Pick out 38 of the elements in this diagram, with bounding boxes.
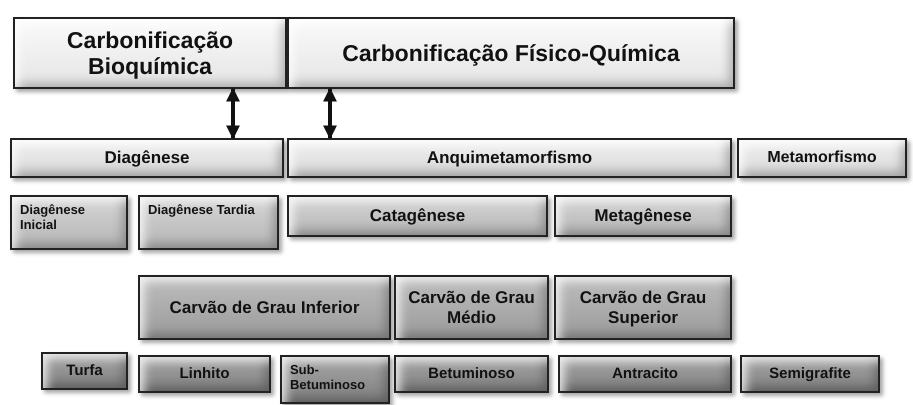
process-box: [554, 195, 732, 237]
process-box: [740, 355, 880, 393]
box-label: Carvão de Grau Inferior: [170, 298, 360, 318]
double-arrow: [323, 88, 337, 140]
process-box: [737, 138, 907, 178]
process-box: [138, 355, 271, 393]
process-box: [280, 355, 390, 404]
process-box: [558, 355, 732, 393]
box-label: Diagênese: [104, 148, 190, 168]
process-box: [10, 138, 284, 178]
box-label: Turfa: [66, 362, 103, 380]
box-label: Anquimetamorfismo: [426, 148, 592, 168]
box-label: Betuminoso: [428, 365, 515, 383]
box-label: Metagênese: [594, 206, 692, 226]
box-label: Antracito: [612, 365, 678, 383]
box-label: Diagênese Tardia: [148, 203, 255, 218]
box-label: Carvão de Grau Superior: [578, 288, 708, 328]
process-box: [394, 275, 549, 340]
box-label: Sub-Betuminoso: [290, 363, 366, 393]
box-label: Carbonificação Bioquímica: [66, 26, 234, 80]
box-label: Semigrafite: [769, 365, 851, 383]
box-label: Metamorfismo: [767, 148, 877, 168]
process-box: [138, 275, 391, 340]
process-box: [138, 195, 279, 250]
process-box: [287, 17, 735, 89]
double-arrow: [226, 88, 240, 140]
process-box: [13, 17, 287, 89]
process-box: [41, 352, 128, 390]
process-box: [10, 195, 128, 250]
process-box: [287, 138, 732, 178]
box-label: Carvão de Grau Médio: [407, 288, 536, 328]
process-box: [287, 195, 548, 237]
box-label: Catagênese: [370, 206, 466, 226]
process-box: [394, 355, 549, 393]
process-box: [554, 275, 732, 340]
box-label: Diagênese Inicial: [20, 203, 86, 233]
box-label: Carbonificação Físico-Química: [342, 40, 680, 66]
box-label: Linhito: [180, 365, 230, 383]
